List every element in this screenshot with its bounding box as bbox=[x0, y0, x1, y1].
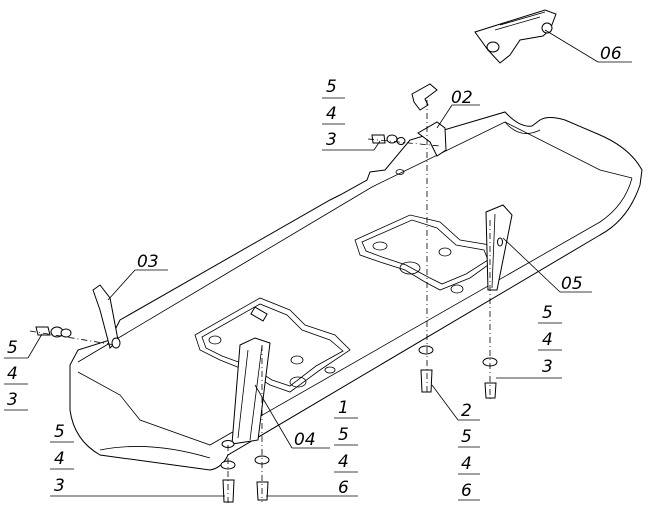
bracket-05 bbox=[485, 204, 513, 291]
callout-03: 03 bbox=[107, 252, 168, 301]
callout-stack-left: 5 4 3 bbox=[4, 333, 43, 411]
stack-bottom-center-1: 2 bbox=[461, 401, 472, 421]
clip-06 bbox=[474, 9, 557, 64]
callout-05: 05 bbox=[502, 237, 592, 294]
stack-bottom-center-2: 5 bbox=[461, 427, 472, 447]
callout-stack-bottom-center: 2 5 4 6 bbox=[431, 384, 480, 501]
stack-right-2: 4 bbox=[542, 330, 553, 350]
stack-right-1: 5 bbox=[542, 303, 553, 323]
callout-stack-bottom-mid: 1 5 4 6 bbox=[266, 398, 358, 498]
stack-left-1: 5 bbox=[7, 338, 18, 358]
stack-top-center-1: 5 bbox=[326, 77, 337, 97]
stamped-recess-left bbox=[194, 297, 351, 393]
stack-left-3: 3 bbox=[7, 390, 18, 410]
bracket-03 bbox=[92, 284, 121, 349]
callout-stack-bottom-left: 5 4 3 bbox=[50, 422, 225, 497]
bolt-left bbox=[35, 326, 72, 338]
stack-bottom-center-4: 6 bbox=[461, 481, 472, 501]
callout-04: 04 bbox=[254, 384, 330, 450]
stamped-recess-right bbox=[354, 214, 496, 294]
callout-02: 02 bbox=[436, 88, 480, 129]
callout-06: 06 bbox=[544, 29, 632, 64]
bolt-bottom-center bbox=[418, 345, 434, 393]
stack-bottom-left-1: 5 bbox=[54, 422, 65, 442]
callout-04-label: 04 bbox=[294, 430, 316, 450]
stack-bottom-left-3: 3 bbox=[54, 476, 65, 496]
stack-bottom-mid-1: 1 bbox=[338, 398, 349, 418]
stack-top-center-3: 3 bbox=[326, 130, 337, 150]
bolt-top bbox=[371, 134, 406, 145]
stack-top-center-2: 4 bbox=[326, 104, 337, 124]
stack-right-3: 3 bbox=[542, 357, 553, 377]
callout-stack-right: 5 4 3 bbox=[496, 303, 562, 379]
bolt-bottom-right bbox=[482, 357, 498, 399]
callout-05-label: 05 bbox=[561, 274, 583, 294]
callout-02-label: 02 bbox=[451, 88, 473, 108]
stack-left-2: 4 bbox=[7, 364, 18, 384]
callout-03-label: 03 bbox=[137, 252, 159, 272]
stack-bottom-mid-2: 5 bbox=[338, 425, 349, 445]
callout-stack-top-center: 5 4 3 bbox=[322, 77, 381, 151]
bracket-04 bbox=[221, 337, 271, 448]
centerline-bolt-left bbox=[29, 330, 116, 346]
stack-bottom-mid-3: 4 bbox=[338, 452, 349, 472]
stack-bottom-left-2: 4 bbox=[54, 449, 65, 469]
stack-bottom-center-3: 4 bbox=[461, 454, 472, 474]
bolt-bottom-left-a bbox=[220, 460, 236, 503]
skid-plate bbox=[69, 111, 643, 471]
bracket-02 bbox=[411, 83, 447, 157]
stack-bottom-mid-4: 6 bbox=[338, 478, 349, 498]
bolt-bottom-left-b bbox=[254, 455, 270, 501]
callout-06-label: 06 bbox=[600, 44, 622, 64]
